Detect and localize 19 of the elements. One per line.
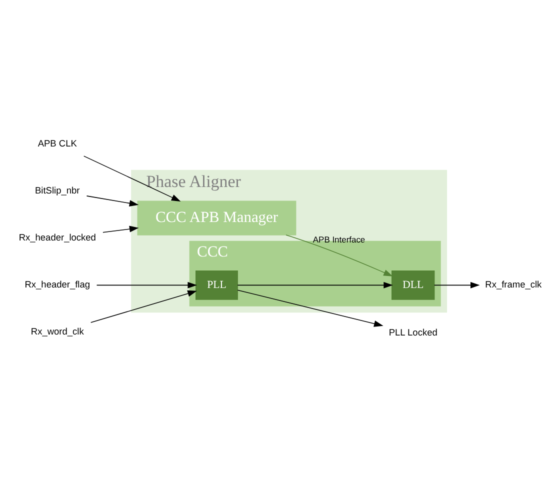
node-text: APB CLK: [38, 138, 77, 148]
arrow: [434, 282, 480, 288]
node-text: BitSlip_nbr: [35, 185, 80, 196]
node-text: PLL Locked: [388, 327, 438, 338]
node-box: CCC APB Manager: [137, 200, 296, 236]
arrow: [237, 290, 384, 327]
node-text: Rx_header_flag: [24, 280, 90, 290]
node-box: PLL: [196, 270, 238, 300]
node-text: Rx_frame_clk: [485, 280, 542, 290]
arrow: [102, 226, 139, 233]
node-text: Rx_word_clk: [30, 326, 84, 337]
arrow: [86, 196, 139, 206]
arrow: [286, 234, 393, 276]
arrow: [83, 156, 181, 202]
node-text: Rx_header_locked: [18, 232, 96, 243]
arrow: [96, 282, 197, 288]
node-box: DLL: [392, 270, 435, 300]
arrow: [237, 282, 393, 288]
arrow: [90, 290, 197, 323]
